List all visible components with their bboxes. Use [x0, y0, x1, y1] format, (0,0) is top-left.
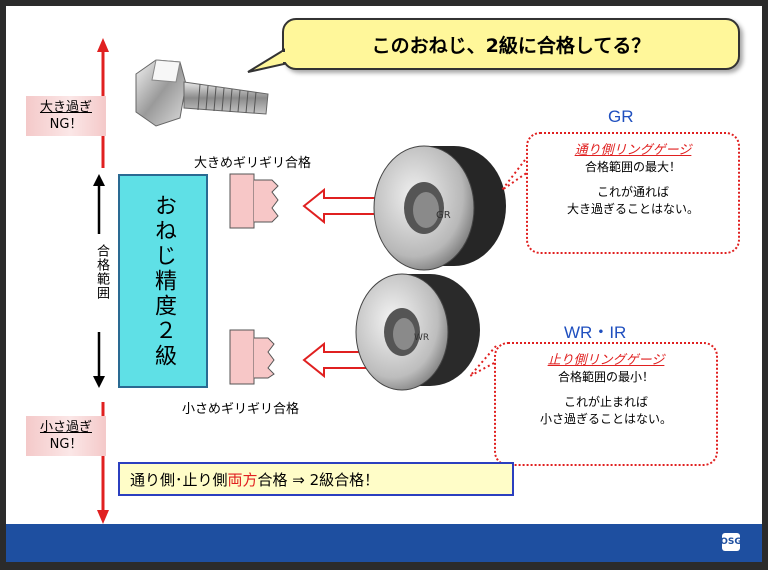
conclusion-part2: 合格 ⇒ 2級合格！: [257, 470, 380, 489]
thread-accuracy-box: おねじ精度２級: [118, 174, 208, 388]
range-arrow-up: [93, 174, 105, 234]
nogo-gauge-note: 止り側リングゲージ 合格範囲の最小！ これが止まれば 小さ過ぎることはない。: [494, 342, 718, 466]
range-label: 合格範囲: [94, 244, 109, 300]
upper-caption: 大きめギリギリ合格: [194, 156, 312, 171]
conclusion-highlight: 両方: [227, 470, 258, 489]
slide: このおねじ、2級に合格してる？ 大き過ぎ: [6, 6, 762, 562]
svg-text:WR: WR: [414, 333, 429, 343]
too-small-text: 小さ過ぎ: [39, 420, 92, 435]
company-logo-icon: OSG: [720, 533, 742, 551]
go-gauge-name: 通り側リングゲージ: [574, 143, 692, 158]
thread-accuracy-text: おねじ精度２級: [151, 193, 176, 369]
nogo-gauge-line3: 小さ過ぎることはない。: [539, 412, 672, 426]
conclusion-box: 通り側･止り側 両方 合格 ⇒ 2級合格！: [118, 462, 514, 496]
nogo-ring-gauge-image: WR: [355, 273, 480, 391]
conclusion-part1: 通り側･止り側: [130, 470, 228, 489]
too-big-label: 大き過ぎ NG！: [26, 96, 106, 136]
go-ring-gauge-image: GR: [373, 145, 506, 271]
title-bubble-tail: [247, 48, 286, 73]
too-small-ng: NG！: [49, 437, 83, 452]
nogo-gauge-name: 止り側リングゲージ: [547, 353, 665, 368]
go-gauge-arrow: [302, 187, 377, 225]
go-gauge-line3: 大き過ぎることはない。: [566, 202, 699, 216]
svg-text:GR: GR: [436, 210, 451, 221]
title-bubble: このおねじ、2級に合格してる？: [282, 18, 740, 70]
lower-caption: 小さめギリギリ合格: [182, 402, 300, 417]
go-gauge-note: 通り側リングゲージ 合格範囲の最大！ これが通れば 大き過ぎることはない。: [526, 132, 740, 254]
go-gauge-line1: 合格範囲の最大！: [584, 160, 681, 174]
bolt-image: [135, 59, 269, 127]
upper-thread-profile: [229, 173, 279, 229]
footer-bar: OSG: [6, 524, 762, 562]
nogo-gauge-line1: 合格範囲の最小！: [557, 370, 654, 384]
lower-thread-profile: [229, 329, 275, 385]
nogo-gauge-code: WR・IR: [564, 323, 627, 342]
too-big-text: 大き過ぎ: [39, 100, 92, 115]
too-small-label: 小さ過ぎ NG！: [26, 416, 106, 456]
go-gauge-code: GR: [608, 107, 634, 126]
go-gauge-line2: これが通れば: [596, 185, 669, 199]
too-big-ng: NG！: [49, 117, 83, 132]
range-arrow-down: [93, 332, 105, 388]
nogo-gauge-line2: これが止まれば: [563, 395, 648, 409]
slide-title: このおねじ、2級に合格してる？: [371, 34, 651, 57]
